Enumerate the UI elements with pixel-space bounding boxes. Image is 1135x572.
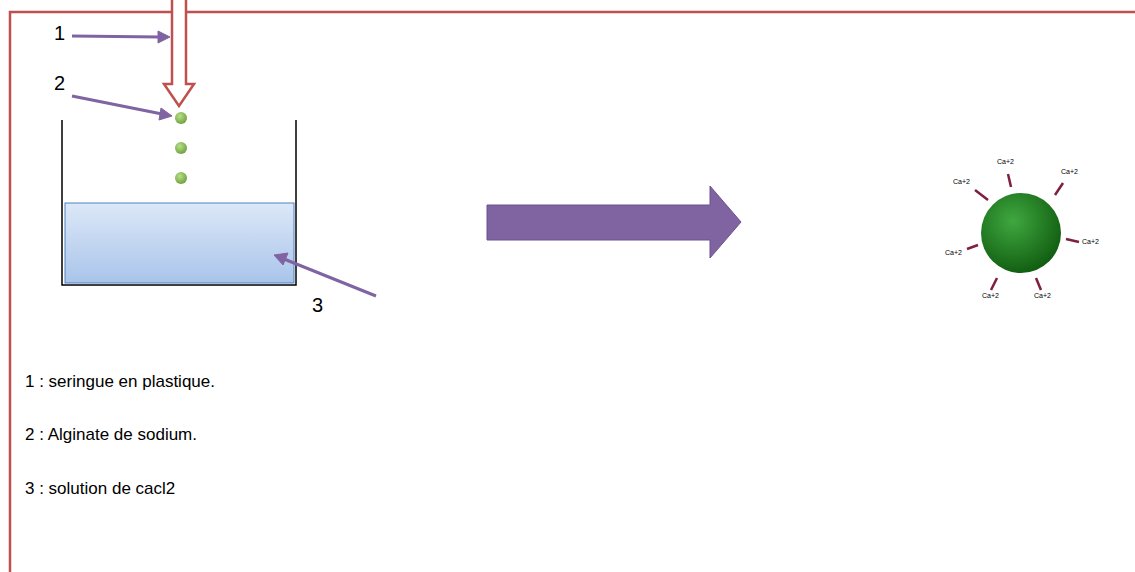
calcium-alginate-bead	[981, 193, 1061, 273]
bond-line	[1066, 239, 1079, 242]
ion-label: Ca+2	[1082, 238, 1099, 246]
bond-line	[1055, 183, 1063, 195]
bond-line	[1036, 278, 1041, 290]
key-entry: 1 : seringue en plastique.	[25, 373, 215, 392]
process-arrow	[487, 186, 741, 258]
ion-label: Ca+2	[1061, 168, 1078, 176]
beaker	[62, 120, 296, 285]
ion-label: Ca+2	[945, 249, 962, 257]
callout-number: 2	[54, 72, 65, 94]
alginate-drop	[175, 142, 187, 154]
leader-line	[72, 96, 162, 114]
ion-label: Ca+2	[1034, 292, 1051, 300]
callout-arrows	[72, 31, 376, 296]
ion-label: Ca+2	[997, 158, 1014, 166]
callout-number: 3	[312, 294, 323, 316]
callout-number: 1	[54, 22, 65, 44]
leader-line	[72, 36, 160, 37]
ion-label: Ca+2	[953, 178, 970, 186]
key-entry: 3 : solution de cacl2	[25, 480, 175, 499]
alginate-drop	[175, 172, 187, 184]
bond-line	[991, 278, 997, 290]
leader-line	[284, 259, 376, 296]
bond-line	[967, 245, 978, 249]
arrowhead	[158, 31, 170, 43]
cacl2-solution	[65, 203, 294, 283]
bond-line	[975, 190, 988, 200]
alginate-drop	[175, 112, 187, 124]
arrowhead	[274, 253, 288, 265]
ion-bonds	[967, 174, 1079, 290]
key-entry: 2 : Alginate de sodium.	[25, 426, 197, 445]
ion-label: Ca+2	[982, 292, 999, 300]
syringe-arrow	[164, 0, 194, 106]
arrowhead	[159, 108, 172, 120]
bond-line	[1008, 174, 1011, 187]
